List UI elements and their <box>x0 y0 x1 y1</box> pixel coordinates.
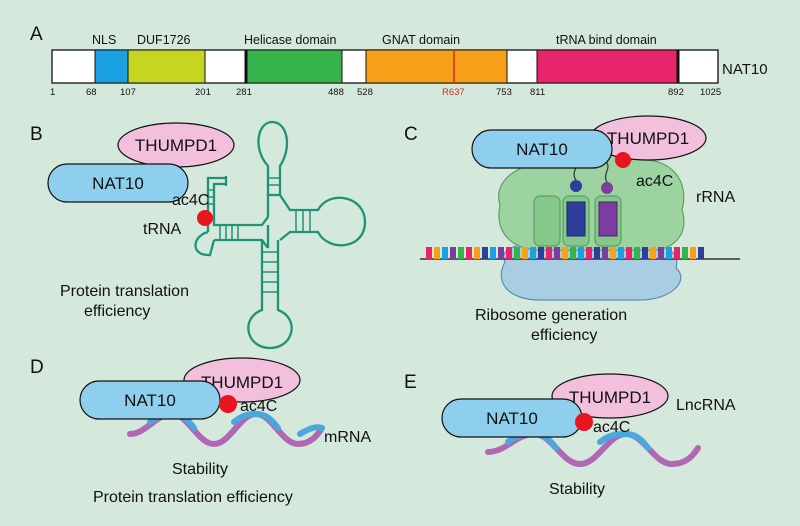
domain-label-duf1726: DUF1726 <box>137 33 191 47</box>
ac4c-label-c: ac4C <box>636 173 673 190</box>
e-site <box>533 195 561 247</box>
position-label: 892 <box>668 87 684 98</box>
domain-label-trna-bind: tRNA bind domain <box>556 33 657 47</box>
position-label: 1 <box>50 87 55 98</box>
panel-label-a: A <box>30 24 43 45</box>
position-label: 68 <box>86 87 97 98</box>
caption-b-line2: efficiency <box>84 303 150 320</box>
nat10-protein-c <box>471 129 613 169</box>
mutation-label: R637 <box>442 87 465 98</box>
mrna-label: mRNA <box>324 429 371 446</box>
thumpd1-label-d: THUMPD1 <box>201 373 283 392</box>
thumpd1-label-b: THUMPD1 <box>135 136 217 155</box>
position-label: 528 <box>357 87 373 98</box>
caption-c-line2: efficiency <box>531 327 597 344</box>
ac4c-site-b <box>197 210 213 226</box>
position-label: 753 <box>496 87 512 98</box>
codons <box>426 247 704 259</box>
thumpd1-label-e: THUMPD1 <box>569 388 651 407</box>
domain-bar <box>51 49 719 84</box>
domain-duf1726 <box>127 49 206 84</box>
position-label: 1025 <box>700 87 721 98</box>
domain-label-nls: NLS <box>92 33 116 47</box>
caption-d-line1: Stability <box>172 461 228 478</box>
nat10-label-e: NAT10 <box>486 409 538 428</box>
amino-acid <box>570 180 582 192</box>
domain-helicase <box>245 49 343 84</box>
amino-acid <box>601 182 613 194</box>
ac4c-label-d: ac4C <box>240 398 277 415</box>
caption-c-line1: Ribosome generation <box>475 307 627 324</box>
ac4c-label-e: ac4C <box>593 419 630 436</box>
domain-label-helicase: Helicase domain <box>244 33 336 47</box>
residue-positions: 1 68 107 201 281 488 528 753 811 892 102… <box>50 87 721 98</box>
thumpd1-label-c: THUMPD1 <box>607 129 689 148</box>
panel-label-d: D <box>30 357 44 378</box>
trna-a <box>598 201 618 237</box>
nat10-label-b: NAT10 <box>92 174 144 193</box>
domain-nls <box>94 49 129 84</box>
lncrna-label: LncRNA <box>676 397 736 414</box>
ac4c-site-d <box>219 395 237 413</box>
caption-b-line1: Protein translation <box>60 283 189 300</box>
ac4c-site-e <box>575 413 593 431</box>
rrna-label: rRNA <box>696 189 735 206</box>
panel-label-e: E <box>404 372 417 393</box>
lncrna-wave <box>485 430 701 468</box>
thumpd1-protein-e <box>551 373 669 419</box>
trna-label: tRNA <box>143 221 182 238</box>
trna-structure <box>194 120 367 350</box>
nat10-label-d: NAT10 <box>124 391 176 410</box>
nat10-label-c: NAT10 <box>516 140 568 159</box>
ac4c-label-b: ac4C <box>172 192 209 209</box>
caption-e-line1: Stability <box>549 481 605 498</box>
position-label: 488 <box>328 87 344 98</box>
position-label: 201 <box>195 87 211 98</box>
protein-name: NAT10 <box>722 61 768 78</box>
panel-label-c: C <box>404 124 418 145</box>
domain-gnat <box>365 49 508 84</box>
position-label: 281 <box>236 87 252 98</box>
ac4c-site-c <box>615 152 631 168</box>
nat10-protein-b <box>47 163 189 203</box>
panel-label-b: B <box>30 124 43 145</box>
trna-p <box>566 201 586 237</box>
domain-label-gnat: GNAT domain <box>382 33 460 47</box>
caption-d-line2: Protein translation efficiency <box>93 489 293 506</box>
position-label: 811 <box>530 87 545 98</box>
position-label: 107 <box>120 87 136 98</box>
domain-trna-bind <box>536 49 679 84</box>
